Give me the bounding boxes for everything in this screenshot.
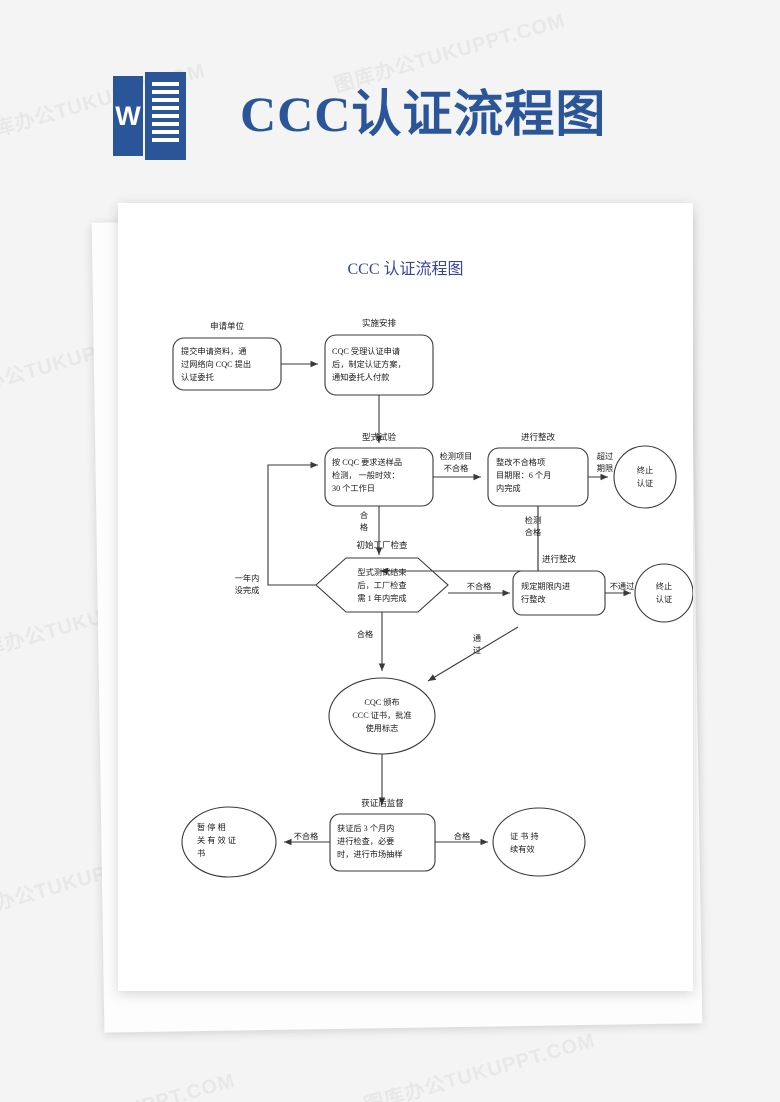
edge-label-not-done-in-one-year: 一年内 没完成 <box>234 574 260 595</box>
caption-applicant: 申请单位 <box>209 321 244 331</box>
edge-label-unqualified-1: 不合格 <box>466 582 492 591</box>
flowchart: 申请单位 实施安排 型式试验 进行整改 初始工厂检查 进行整改 获证后监督 提交… <box>118 203 693 991</box>
node-supervision: 获证后 3 个月内 进行检查，必要 时，进行市场抽样 <box>337 824 403 859</box>
node-type-test: 按 CQC 要求送样品 检测， 一般时效： 30 个工作日 <box>332 458 403 493</box>
word-icon-letter-block: W <box>113 76 143 156</box>
node-rectify-2: 规定期限内进 行整改 <box>521 582 571 604</box>
edge-label-qualified-sup: 合格 <box>453 832 471 841</box>
watermark-text: 图库办公TUKUPPT.COM <box>361 1029 598 1102</box>
caption-implementation: 实施安排 <box>361 318 396 328</box>
edge-label-pass-grade: 合 格 <box>359 511 369 532</box>
node-issue-certificate: CQC 颁布 CCC 证书，批准 使用标志 <box>352 698 412 733</box>
node-rectify-1: 整改不合格项 目期限：6 个月 内完成 <box>496 458 552 493</box>
word-icon-lines-block <box>145 72 186 160</box>
edge-label-test-item-fail: 检测项目 不合格 <box>439 452 473 473</box>
word-document-icon: W <box>113 72 186 160</box>
flowchart-graphics <box>172 334 693 878</box>
shape-terminate-1 <box>613 445 677 509</box>
node-certificate-valid: 证 书 持 续有效 <box>510 832 539 854</box>
header: W CCC认证流程图 <box>0 62 780 172</box>
node-terminate-1: 终止 认证 <box>636 466 654 488</box>
node-factory-hexagon: 型式测试结束 后，工厂检查 需 1 年内完成 <box>357 568 407 603</box>
edge-label-not-approved: 不通过 <box>609 582 635 591</box>
shape-suspend-certificate <box>181 806 277 878</box>
node-suspend-certificate: 暂 停 相 关 有 效 证 书 <box>197 823 236 858</box>
node-cqc-accept: CQC 受理认证申请 后，制定认证方案， 通知委托人付款 <box>332 347 406 382</box>
edge-label-passed: 通 过 <box>472 634 482 655</box>
page-title: CCC认证流程图 <box>240 86 607 142</box>
edge-label-test-pass: 检测 合格 <box>524 516 542 537</box>
caption-initial-factory-inspection: 初始工厂检查 <box>356 540 408 550</box>
edge-label-qualified-hex: 合格 <box>356 630 374 639</box>
caption-post-cert-supervision: 获证后监督 <box>361 798 404 808</box>
shape-terminate-2 <box>634 563 693 623</box>
edge-label-over-deadline: 超过 期限 <box>596 452 614 473</box>
shape-factory-hexagon <box>315 557 449 613</box>
edge-label-unqualified-2: 不合格 <box>293 832 319 841</box>
document-page: CCC 认证流程图 <box>118 203 693 991</box>
node-submit-application: 提交申请资料，通 过网络向 CQC 提出 认证委托 <box>181 347 252 382</box>
watermark-text: 图库办公TUKUPPT.COM <box>0 1064 238 1102</box>
node-terminate-2: 终止 认证 <box>655 582 673 604</box>
caption-rectify-2: 进行整改 <box>541 554 576 564</box>
document-heading: CCC 认证流程图 <box>347 261 464 278</box>
caption-type-test: 型式试验 <box>361 432 396 442</box>
word-icon-letter: W <box>115 100 141 131</box>
shape-certificate-valid <box>492 807 586 877</box>
caption-rectify-1: 进行整改 <box>520 432 555 442</box>
